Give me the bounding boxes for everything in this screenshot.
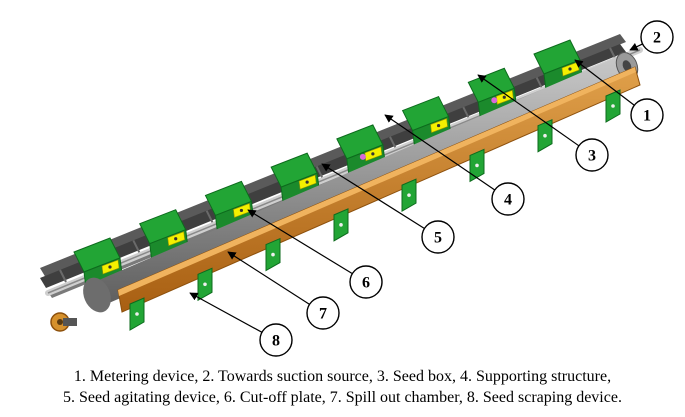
frame-strut [462,106,471,120]
seed-window-dot [436,123,441,128]
seed-window-dot [371,152,375,156]
callout-4: 4 [491,182,525,216]
agitator-marker [491,97,498,104]
seed-window-dot [174,237,178,241]
caption-line-2: 5. Seed agitating device, 6. Cut-off pla… [63,389,622,406]
frame-strut [205,210,214,224]
leader-supporting-structure [384,114,496,191]
scraper-bolt [407,193,411,197]
scraper-bolt [543,133,547,138]
callout-3: 3 [575,138,609,172]
leader-spill-out-chamber [227,251,310,305]
drive-pulley [50,312,77,332]
scraper-bolt [203,282,207,287]
callout-circle [640,20,674,54]
seed-window-dot [305,180,309,184]
callout-circle [259,323,293,357]
seed-scraping-device [129,89,621,331]
metering-unit [204,180,254,233]
callout-8: 8 [259,323,293,357]
leader-seed-scraping-device [189,292,263,333]
scraper-tab [401,178,417,213]
metering-unit [533,39,583,91]
callout-number: 7 [319,306,327,323]
callout-circle [630,98,664,132]
scraper-bolt [475,163,479,168]
seed-window-dot [239,208,244,213]
leader-metering-device [574,59,635,106]
scraper-tab [537,118,553,153]
callout-circle [306,296,340,330]
metering-unit [336,124,386,176]
figure-caption: 1. Metering device, 2. Towards suction s… [0,366,685,408]
callout-1: 1 [630,98,664,132]
callout-number: 2 [653,30,661,47]
metering-units [73,39,583,289]
leader-seed-box [477,74,580,147]
scraper-bolt [271,252,275,257]
frame-strut [132,239,141,253]
leader-suction-source [629,42,643,51]
scraper-tab [469,148,485,183]
callout-circle [349,265,383,299]
callout-number: 8 [272,333,280,350]
callout-7: 7 [306,296,340,330]
spill-out-chamber [117,66,641,313]
callout-markers: 1 2 3 4 5 6 7 8 [259,20,674,357]
scraper-tab [333,208,349,242]
caption-line-1: 1. Metering device, 2. Towards suction s… [73,368,612,385]
scraper-tab [129,297,145,331]
callout-number: 6 [362,275,370,292]
callout-2: 2 [640,20,674,54]
seed-window-dot [502,95,506,99]
scraper-tab [197,267,213,302]
scraper-bolt [339,223,343,227]
callout-circle [421,220,455,254]
frame-strut [59,269,67,283]
callout-5: 5 [421,220,455,254]
callout-number: 5 [434,230,442,247]
callout-circle [575,138,609,172]
scraper-tab [265,237,281,272]
leader-cut-off-plate [247,209,353,275]
callout-number: 3 [588,148,596,165]
callout-circle [491,182,525,216]
agitator-marker [359,153,366,160]
frame-strut [315,165,324,179]
scraper-bolt [611,104,615,108]
callout-number: 1 [643,108,651,125]
scraper-bolt [135,312,139,316]
callout-6: 6 [349,265,383,299]
seed-window-dot [568,67,572,71]
leader-seed-agitating-device [321,163,425,229]
metering-unit [139,209,189,261]
frame-strut [389,136,397,150]
scraper-tab [605,89,621,123]
metering-unit [401,95,452,148]
callout-leaders [189,42,643,333]
callout-number: 4 [504,192,512,209]
seed-window-dot [108,265,112,269]
